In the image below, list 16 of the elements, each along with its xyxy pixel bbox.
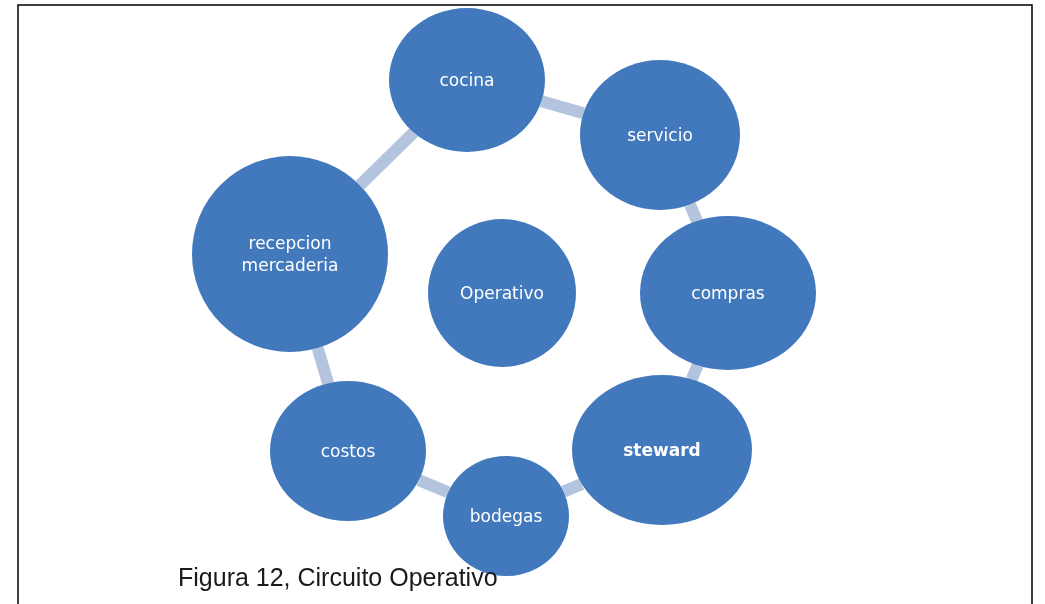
connector-line [416, 474, 451, 498]
figure-caption: Figura 12, Circuito Operativo [178, 563, 498, 592]
node-label: cocina [439, 68, 495, 92]
node-label: compras [691, 281, 765, 305]
connector-line [355, 128, 418, 190]
connector-line [539, 95, 586, 119]
connector-line [561, 478, 585, 498]
node-label: recepcion mercaderia [240, 231, 340, 277]
node-label: costos [320, 439, 376, 463]
node-label: bodegas [469, 504, 543, 528]
connector-line [684, 202, 703, 224]
node-label: servicio [627, 123, 693, 147]
connector-line [686, 362, 704, 382]
node-label: steward [623, 438, 701, 462]
connector-line [311, 346, 334, 385]
node-label: Operativo [460, 281, 544, 305]
